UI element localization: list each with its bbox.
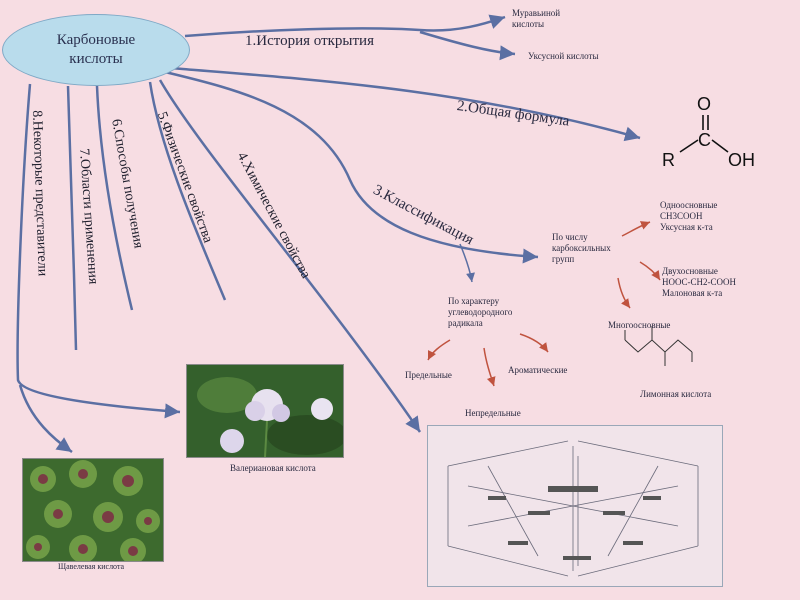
line-history-acetic [419, 30, 516, 61]
line-classification [164, 70, 539, 264]
line-history [184, 14, 506, 38]
center-line1: Карбоновые [56, 32, 136, 48]
formula-c: C [698, 130, 711, 150]
class-by-carboxyl-line3: групп [552, 254, 575, 264]
arrow-aromatic [519, 333, 549, 353]
arrow-unsaturated [483, 347, 496, 387]
line-representatives-oxalic [18, 384, 73, 454]
history-acetic: Уксусной кислоты [528, 51, 599, 61]
line-chemical [158, 79, 422, 433]
valerian-photo [186, 364, 344, 458]
reaction-scheme-graphic [447, 440, 699, 577]
class-monobasic-line3: Уксусная к-та [660, 222, 713, 232]
class-dibasic-line2: HOOC-CH2-COOH [662, 277, 736, 287]
sorrel-leaves-image [23, 459, 163, 561]
class-by-carboxyl-line2: карбоксильных [552, 243, 611, 253]
class-by-radical-line2: углеводородного [448, 307, 513, 317]
class-polybasic: Многоосновные [608, 320, 671, 330]
class-dibasic-line3: Малоновая к-та [662, 288, 723, 298]
arrow-saturated [427, 339, 451, 361]
valerian-flowers-image [187, 365, 343, 457]
class-monobasic: Одноосновные CH3COOH Уксусная к-та [660, 200, 717, 233]
class-by-carboxyl-line1: По числу [552, 232, 588, 242]
class-by-carboxyl: По числу карбоксильных групп [552, 232, 611, 265]
history-formic-line2: кислоты [512, 19, 545, 29]
class-unsaturated: Непредельные [465, 408, 521, 418]
class-by-radical: По характеру углеводородного радикала [448, 296, 512, 329]
formula-r: R [662, 150, 675, 170]
general-formula-bonds [679, 115, 729, 153]
line-physical [148, 81, 227, 301]
class-by-radical-line3: радикала [448, 318, 483, 328]
class-monobasic-line1: Одноосновные [660, 200, 718, 210]
citric-acid-structure [624, 326, 693, 366]
line-by-radical [459, 243, 475, 283]
center-line2: кислоты [69, 51, 123, 67]
class-by-radical-line1: По характеру [448, 296, 500, 306]
reaction-scheme [427, 425, 723, 587]
formula-oh: OH [728, 150, 755, 170]
sorrel-caption: Щавелевая кислота [58, 562, 125, 571]
history-formic-line1: Муравьиной [512, 8, 561, 18]
branch-history: 1.История открытия [245, 33, 374, 49]
arrow-dibasic [639, 261, 661, 281]
class-monobasic-line2: CH3COOH [660, 211, 703, 221]
line-representatives [16, 83, 181, 419]
class-dibasic: Двухосновные HOOC-CH2-COOH Малоновая к-т… [662, 266, 736, 299]
formula-o: O [697, 94, 712, 114]
class-saturated: Предельные [405, 370, 452, 380]
arrow-monobasic [621, 221, 651, 237]
class-aromatic: Ароматические [508, 365, 568, 375]
line-applications [66, 85, 78, 351]
line-formula [169, 66, 641, 142]
class-citric: Лимонная кислота [640, 389, 712, 399]
arrow-polybasic [617, 277, 631, 309]
line-methods [95, 85, 134, 311]
history-formic: Муравьиной кислоты [512, 8, 560, 30]
valerian-caption: Валериановая кислота [230, 463, 316, 473]
center-node: Карбоновые кислоты [2, 14, 190, 86]
class-dibasic-line1: Двухосновные [662, 266, 718, 276]
sorrel-photo [22, 458, 164, 562]
